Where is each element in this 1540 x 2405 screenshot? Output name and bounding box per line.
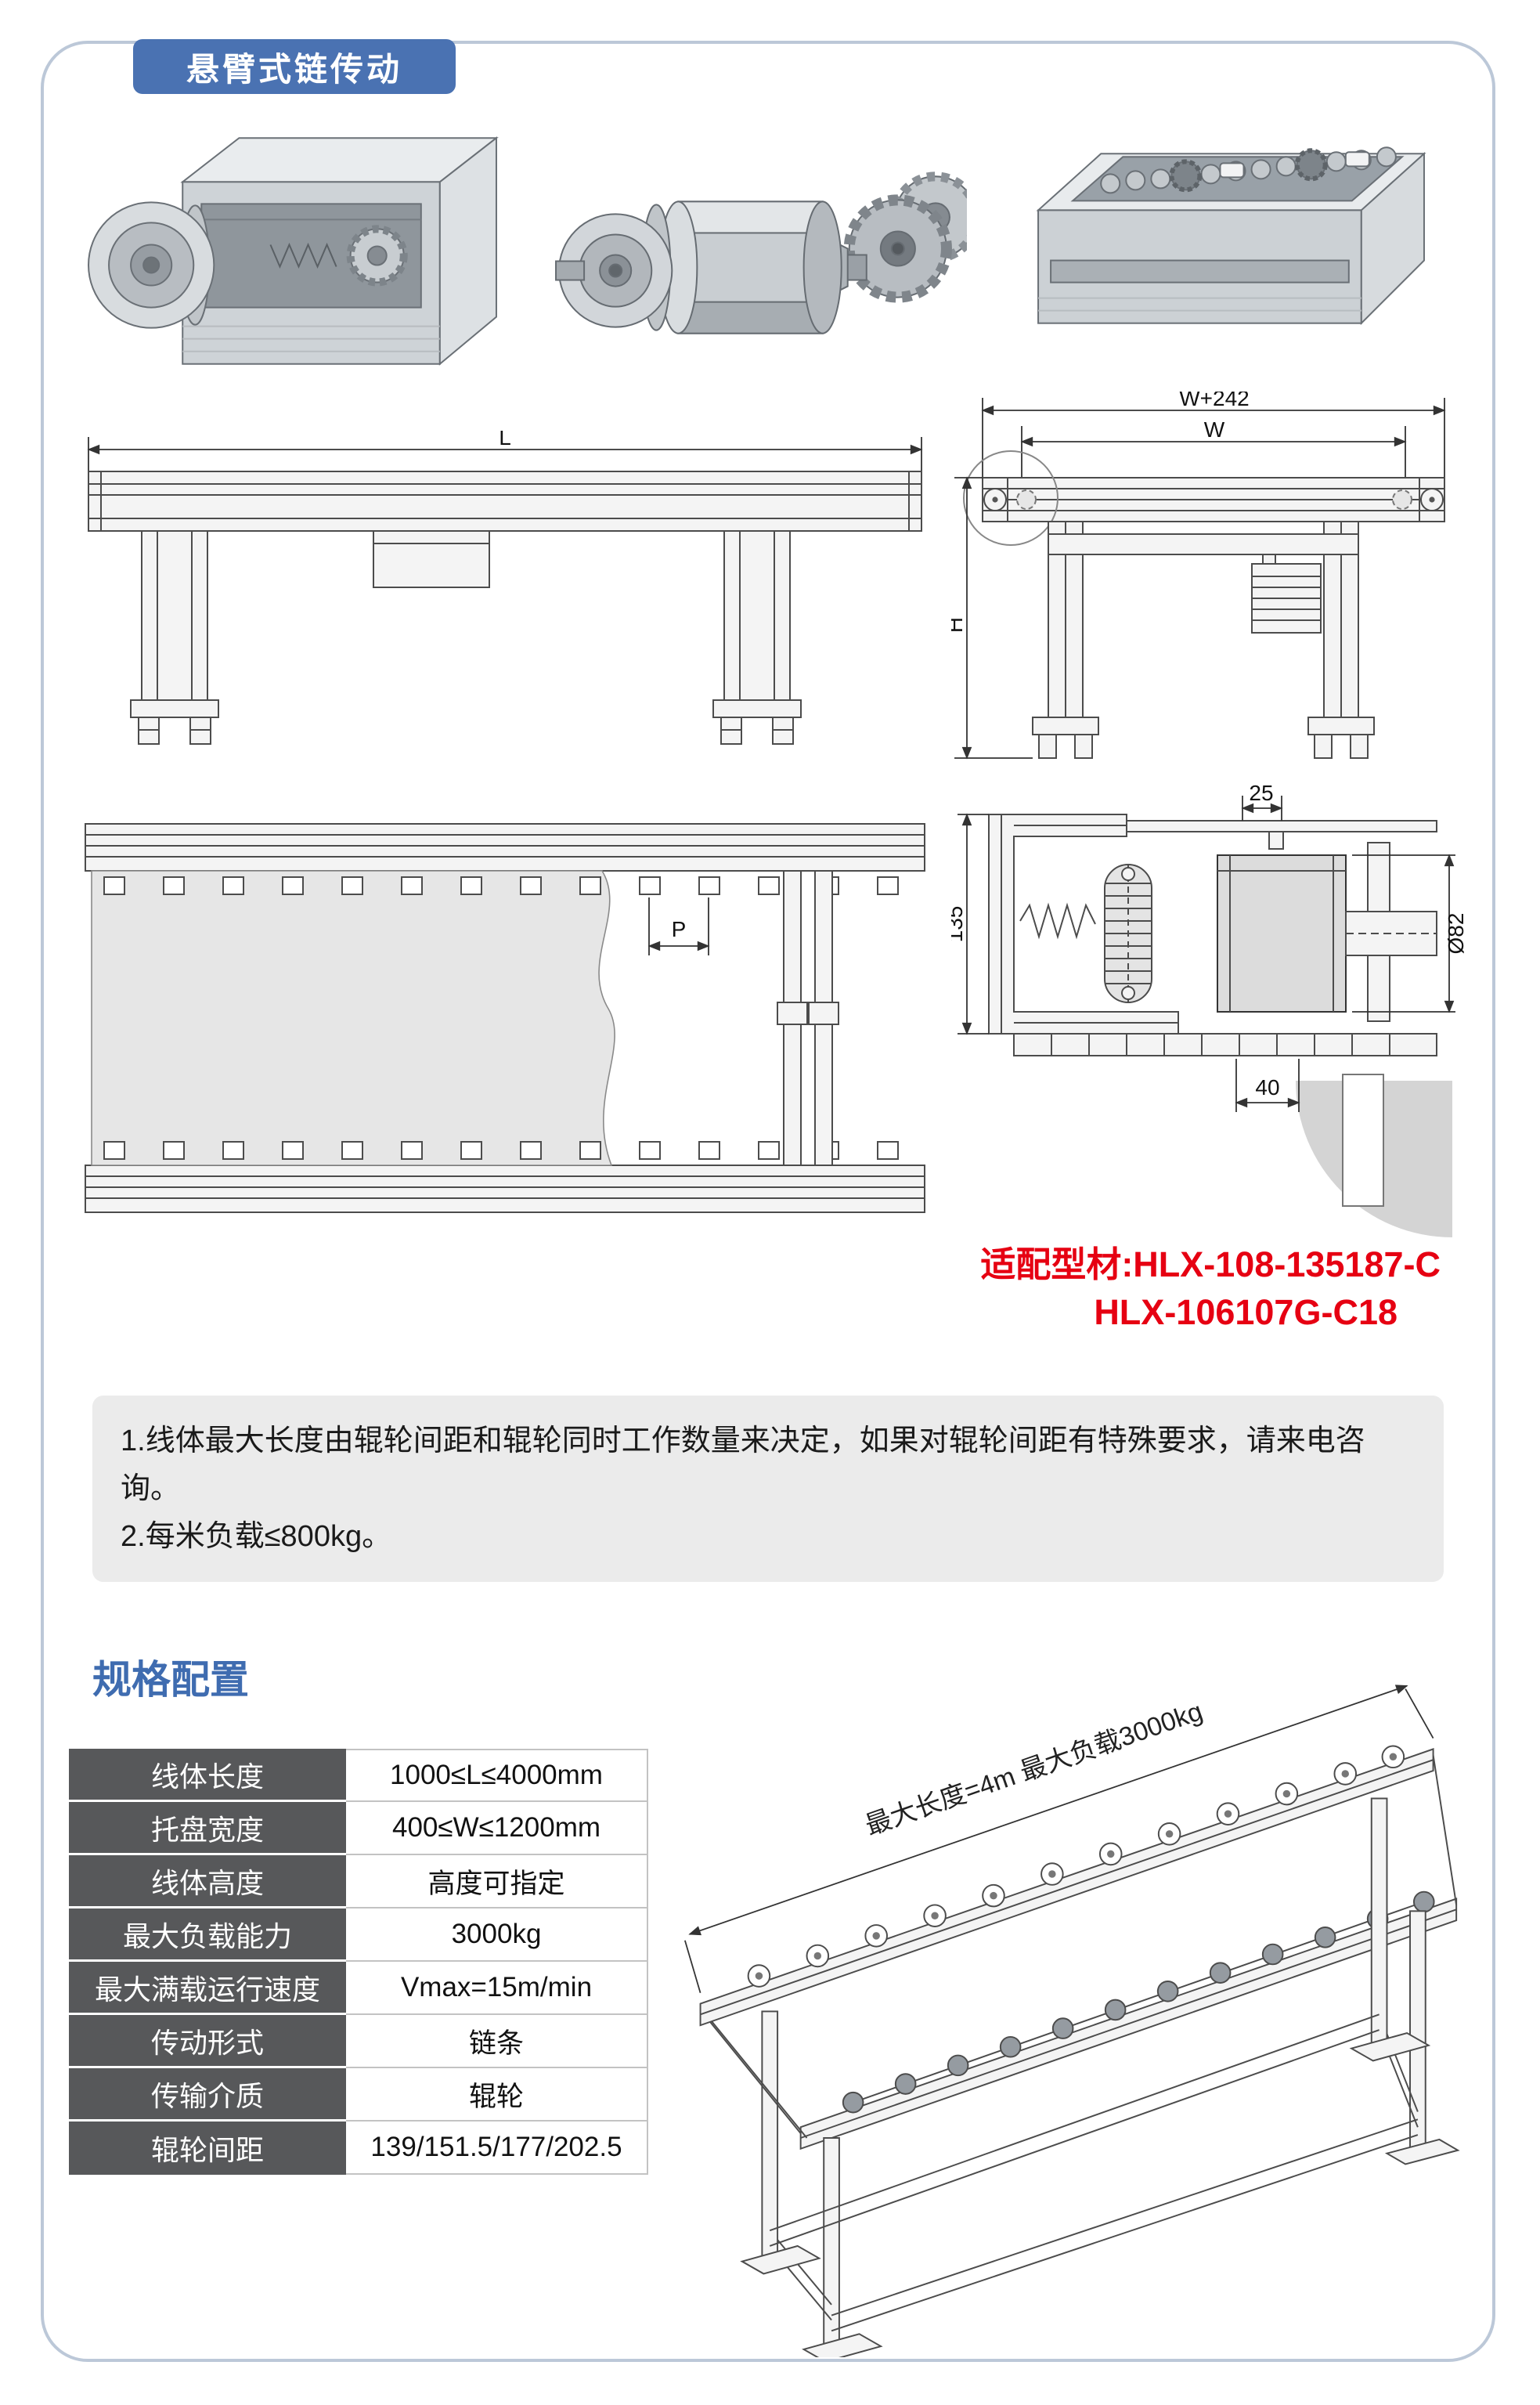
- dim-label-L: L: [499, 431, 511, 450]
- product-image-roller-sprocket: [555, 172, 967, 334]
- leg-right: [712, 530, 802, 745]
- spec-value: 辊轮: [346, 2068, 648, 2122]
- spec-value: 1000≤L≤4000mm: [346, 1749, 648, 1802]
- dim-label-h: H: [951, 617, 967, 633]
- spec-label: 最大满载运行速度: [69, 1962, 346, 2015]
- compatible-profiles: 适配型材:HLX-108-135187-C HLX-106107G-C18: [861, 1241, 1441, 1337]
- roller-block: [1217, 854, 1347, 1013]
- compatible-profile-line2: HLX-106107G-C18: [1094, 1291, 1398, 1332]
- spec-label: 线体高度: [69, 1855, 346, 1908]
- iso-annotation: 最大长度=4m 最大负载3000kg: [862, 1697, 1206, 1841]
- pallet-area: [91, 870, 615, 1166]
- spec-label: 托盘宽度: [69, 1802, 346, 1855]
- dim-label-p: P: [672, 917, 687, 941]
- product-image-profile-wheel: [88, 136, 499, 366]
- drawing-plan-view: P: [85, 823, 925, 1213]
- specs-section-title: 规格配置: [92, 1658, 249, 1702]
- spec-value: Vmax=15m/min: [346, 1962, 648, 2015]
- drawing-isometric-conveyor: 最大长度=4m 最大负载3000kg: [684, 1685, 1460, 2357]
- dim-label-40: 40: [1255, 1075, 1279, 1100]
- drawing-side-elevation: L: [87, 431, 923, 745]
- compatible-profile-line1: 适配型材:HLX-108-135187-C: [980, 1244, 1441, 1284]
- dim-label-25: 25: [1249, 783, 1273, 805]
- spec-value: 400≤W≤1200mm: [346, 1802, 648, 1855]
- product-image-profile-chain: [1036, 146, 1426, 326]
- dim-label-diameter: Ø82: [1444, 913, 1465, 955]
- spec-label: 辊轮间距: [69, 2122, 346, 2175]
- spec-label: 线体长度: [69, 1749, 346, 1802]
- drawing-end-elevation: W+242 W H: [951, 392, 1446, 760]
- spec-label: 传输介质: [69, 2068, 346, 2122]
- spec-value: 139/151.5/177/202.5: [346, 2122, 648, 2175]
- drawing-cross-section: 25 Ø82 135: [951, 783, 1465, 1237]
- section-badge-label: 悬臂式链传动: [186, 50, 402, 88]
- specs-table: 线体长度 1000≤L≤4000mm 托盘宽度 400≤W≤1200mm 线体高…: [69, 1749, 648, 2175]
- section-badge: 悬臂式链传动: [133, 39, 456, 94]
- notes-box: 1.线体最大长度由辊轮间距和辊轮同时工作数量来决定，如果对辊轮间距有特殊要求，请…: [92, 1396, 1444, 1583]
- spec-value: 3000kg: [346, 1908, 648, 1962]
- dim-label-w242: W+242: [1179, 392, 1250, 410]
- note-line-1: 1.线体最大长度由辊轮间距和辊轮同时工作数量来决定，如果对辊轮间距有特殊要求，请…: [121, 1425, 1365, 1505]
- spec-value: 链条: [346, 2015, 648, 2068]
- spec-value: 高度可指定: [346, 1855, 648, 1908]
- spec-label: 最大负载能力: [69, 1908, 346, 1962]
- page-border-frame: [41, 41, 1495, 2362]
- roller-tabs-top: [103, 876, 899, 895]
- note-line-2: 2.每米负载≤800kg。: [121, 1519, 392, 1553]
- dim-label-135: 135: [951, 906, 967, 943]
- chain-rollers: [842, 1890, 1435, 2114]
- dim-label-w: W: [1204, 417, 1225, 442]
- spec-label: 传动形式: [69, 2015, 346, 2068]
- leg-left: [130, 530, 219, 745]
